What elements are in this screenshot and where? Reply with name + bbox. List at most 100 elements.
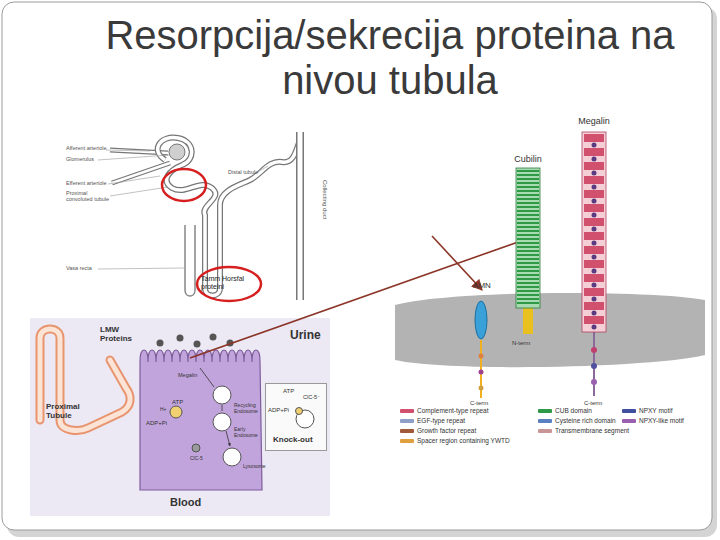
cub-stripe [517,182,539,184]
cub-stripe [517,250,539,252]
knockout-box: ATPADP+PiClC-5⁻Knock-out [265,383,327,451]
legend-text: Complement-type repeat [417,407,489,414]
cub-stripe [517,178,539,180]
part-label: Urine [290,329,330,343]
repeat-bead [592,283,597,288]
legend-text: Transmembrane segment [555,427,629,434]
legend-item: CUB domain [538,407,592,414]
part-label: ATP [172,399,192,406]
repeat-segment [584,148,604,156]
collecting-duct-lumen [298,132,303,300]
legend-item: Complement-type repeat [400,407,489,414]
part-label: Lysosome [243,464,268,470]
cub-stripe [517,190,539,192]
legend-text: Cysteine rich domain [555,417,616,424]
cub-stripe [517,234,539,236]
repeat-segment [584,302,604,310]
legend-item: NPXY motif [622,407,672,414]
repeat-segment [584,162,604,170]
vasa-recta [185,225,195,296]
outline-ellipse [197,267,261,301]
slide-frame [2,2,712,530]
repeat-segment [584,190,604,198]
node-text: Megalin [564,116,624,126]
protein-dot [157,340,164,347]
cub-stripe [517,266,539,268]
repeat-bead [592,157,597,162]
protein-dots [157,334,234,348]
repeat-bead [592,241,597,246]
part-label: Proximal Tubule [46,402,86,420]
cub-stripe [517,286,539,288]
highlight-ellipse: Tamm Horsfal proteini [196,266,262,302]
repeat-segment [584,246,604,254]
node-outline [474,300,488,340]
legend-swatch [400,419,414,423]
highlight-circle [162,169,206,201]
tail-bead [591,363,597,369]
tubule-illustration [40,329,130,430]
cub-stripe [517,214,539,216]
repeat-segment [584,134,604,142]
repeat-bead [592,311,597,316]
tail-bead [479,354,484,359]
cub-stripe [517,242,539,244]
outline-ellipse [475,301,487,339]
legend-item: NPXY-like motif [622,417,684,424]
part-label: Glomerulus [66,156,106,162]
legend-item: EGF-type repeat [400,417,465,424]
legend-text: EGF-type repeat [417,417,465,424]
part-label: Blood [170,496,220,509]
cub-stripe [517,194,539,196]
cub-stripe [517,210,539,212]
tail-bead [479,370,484,375]
part-label: Early Endosome [234,427,264,439]
cub-stripe [517,298,539,300]
repeat-segment [584,316,604,324]
repeat-bead [592,269,597,274]
trafficking-arrow [200,368,230,446]
cub-stripe [517,174,539,176]
part-label: H+ [160,407,172,413]
legend-swatch [622,419,636,423]
legend-swatch [538,409,552,413]
repeat-bead [592,199,597,204]
cub-stripe [517,202,539,204]
repeat-segment [584,232,604,240]
cell-membrane [395,293,705,367]
pointer-line [190,242,518,358]
cub-stripe [517,198,539,200]
protein-dot [210,334,217,341]
part-label: Vasa recta [66,265,106,271]
part-label: Recycling Endosome [234,403,264,415]
legend-item: Spacer region containing YWTD [400,437,510,444]
glomerulus [169,144,185,160]
cub-stripe [517,294,539,296]
legend-swatch [622,409,636,413]
cub-stripe [517,246,539,248]
tail-bead [591,379,597,385]
repeat-bead [592,143,597,148]
legend-item: Transmembrane segment [538,427,629,434]
tubule-lumen [40,329,130,430]
node-outline [516,168,540,308]
part-label: ClC-5 [190,456,215,462]
cub-stripe [517,170,539,172]
outline-rect [266,384,327,451]
tail-bead [479,386,484,391]
cub-stripe [517,274,539,276]
repeat-bead [592,213,597,218]
part-label: C-term [470,400,500,407]
cub-stripe [517,186,539,188]
node-text: AMN [462,281,502,290]
repeat-bead [592,227,597,232]
part-label: Distal tubule [228,169,273,175]
cub-stripe [517,282,539,284]
legend-swatch [538,429,552,433]
repeat-bead [592,325,597,330]
protein-dot [194,341,201,348]
cubilin-bar [516,168,540,308]
repeat-segment [584,288,604,296]
cubilin-protein: Cubilin [516,168,540,308]
